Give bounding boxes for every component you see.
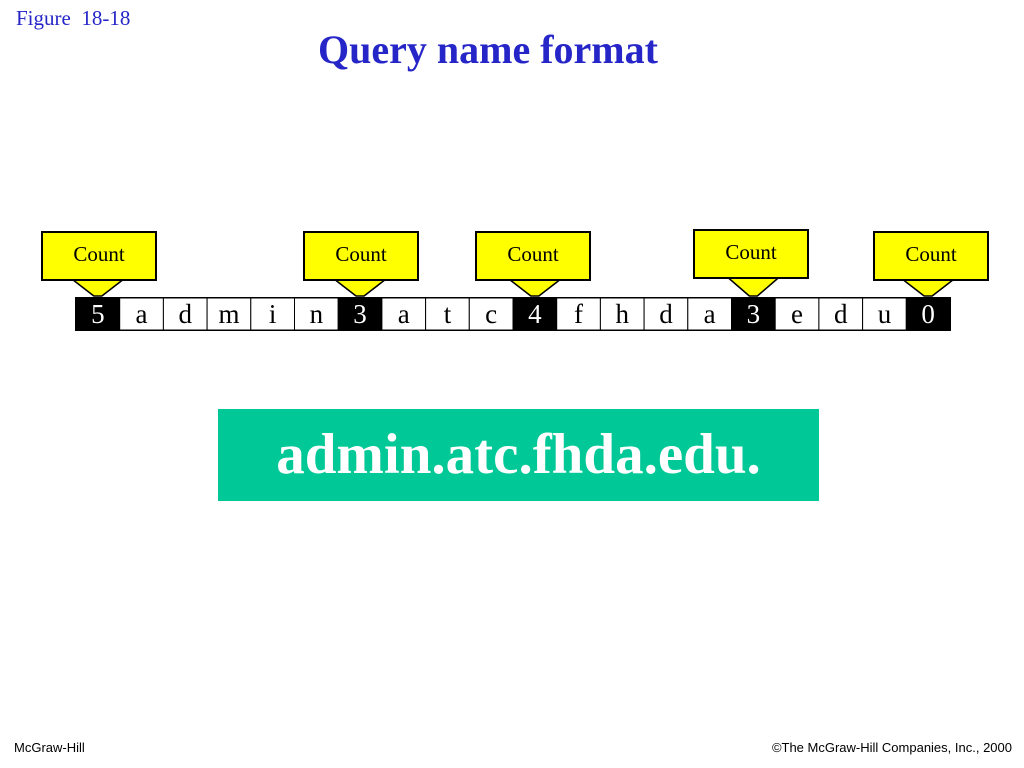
char-cell-value: d <box>659 299 673 329</box>
callout-pointer <box>71 278 125 297</box>
char-cell <box>119 297 164 331</box>
count-cell <box>905 297 951 331</box>
count-callout-label: Count <box>725 240 777 264</box>
char-cell-value: d <box>179 299 193 329</box>
char-cell-value: t <box>444 299 452 329</box>
char-cell <box>862 297 907 331</box>
char-cell <box>381 297 427 331</box>
char-cell <box>250 297 296 331</box>
count-callout-label: Count <box>507 242 559 266</box>
char-cell-value: e <box>791 299 803 329</box>
count-callout <box>693 229 809 279</box>
char-cell <box>468 297 514 331</box>
char-cell-value: n <box>310 299 324 329</box>
figure-label: Figure 18-18 <box>16 6 131 30</box>
count-cell-value: 0 <box>921 299 935 329</box>
char-cell-value: d <box>834 299 848 329</box>
count-cell-value: 5 <box>91 299 105 329</box>
count-cell-value: 3 <box>747 299 761 329</box>
char-cell-value: h <box>616 299 630 329</box>
callout-pointer <box>726 276 781 297</box>
footer-copyright: ©The McGraw-Hill Companies, Inc., 2000 <box>771 740 1012 755</box>
char-cell <box>687 297 732 331</box>
count-callout <box>41 231 157 281</box>
count-callout <box>475 231 591 281</box>
char-cell-value: a <box>136 299 148 329</box>
count-cell-value: 3 <box>353 299 367 329</box>
count-callout <box>303 231 419 281</box>
char-cell-value: f <box>574 299 583 329</box>
count-callout-label: Count <box>335 242 387 266</box>
char-cell <box>818 297 864 331</box>
page-title: Query name format <box>318 27 658 72</box>
char-cell-value: c <box>485 299 497 329</box>
callout-pointer <box>333 278 387 297</box>
count-cell <box>337 297 383 331</box>
callout-pointer <box>508 278 562 297</box>
char-cell-value: a <box>398 299 410 329</box>
char-cell <box>774 297 820 331</box>
char-cell-value: a <box>704 299 716 329</box>
count-callout <box>873 231 989 281</box>
domain-name-box: admin.atc.fhda.edu. <box>218 409 819 501</box>
char-cell-value: i <box>269 299 277 329</box>
char-cell-value: m <box>218 299 239 329</box>
footer-publisher: McGraw-Hill <box>14 740 85 755</box>
char-cell <box>556 297 601 331</box>
count-callout-label: Count <box>905 242 957 266</box>
count-cell <box>75 297 121 331</box>
char-cell <box>206 297 252 331</box>
char-cell <box>599 297 645 331</box>
count-callout-label: Count <box>73 242 125 266</box>
count-cell-value: 4 <box>528 299 542 329</box>
char-cell-value: u <box>878 299 892 329</box>
char-cell <box>162 297 208 331</box>
callout-pointer <box>901 278 955 297</box>
char-cell <box>643 297 689 331</box>
